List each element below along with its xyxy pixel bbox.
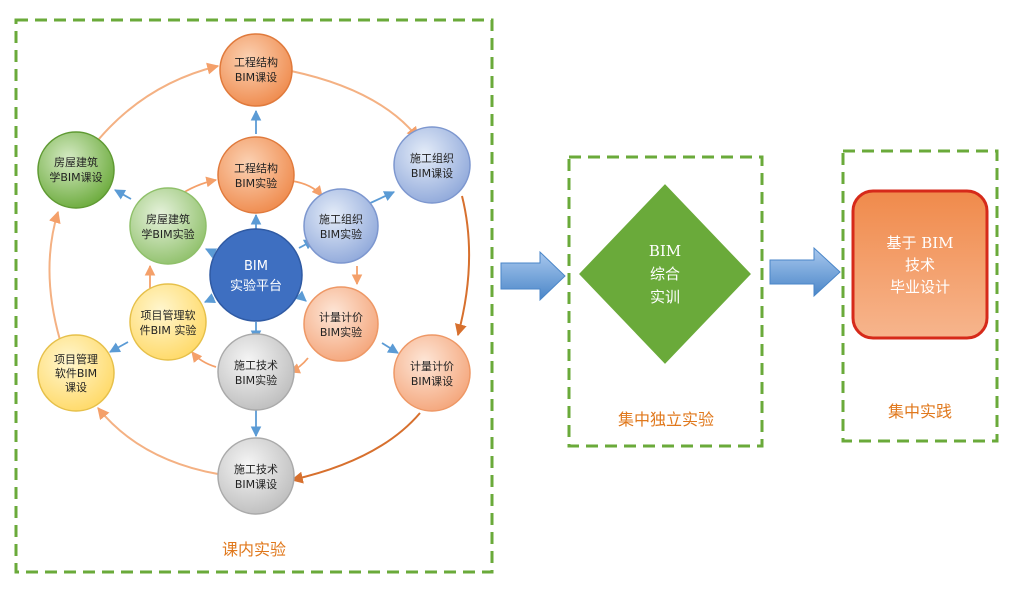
flow-arrow-1 xyxy=(500,250,566,302)
svg-text:项目管理: 项目管理 xyxy=(54,352,98,366)
classroom-panel xyxy=(14,18,494,574)
node-structure-exp[interactable]: 工程结构 BIM实验 xyxy=(217,136,295,214)
node-architecture-exp[interactable]: 房屋建筑 学BIM实验 xyxy=(129,187,207,265)
practice-panel xyxy=(841,149,999,443)
svg-text:BIM课设: BIM课设 xyxy=(411,167,453,180)
node-project-mgmt-exp[interactable]: 项目管理软 件BIM 实验 xyxy=(129,283,207,361)
svg-text:施工组织: 施工组织 xyxy=(319,212,363,226)
arc-pm-to-arch xyxy=(48,210,61,341)
svg-text:BIM课设: BIM课设 xyxy=(411,375,453,388)
svg-text:毕业设计: 毕业设计 xyxy=(890,278,950,296)
bim-comprehensive-training-diamond[interactable]: BIM 综合 实训 xyxy=(574,179,756,369)
svg-text:实训: 实训 xyxy=(650,288,680,306)
svg-text:实验平台: 实验平台 xyxy=(230,278,282,294)
flow-arrow-2 xyxy=(769,246,841,298)
node-architecture-course[interactable]: 房屋建筑 学BIM课设 xyxy=(37,131,115,209)
svg-text:房屋建筑: 房屋建筑 xyxy=(146,212,190,226)
svg-text:BIM实验: BIM实验 xyxy=(320,227,362,241)
arc-tech-to-pm xyxy=(97,407,219,475)
independent-panel xyxy=(567,155,764,448)
svg-text:工程结构: 工程结构 xyxy=(234,55,278,69)
svg-text:BIM课设: BIM课设 xyxy=(235,478,277,491)
svg-text:工程结构: 工程结构 xyxy=(234,161,278,175)
arc-costing-to-tech xyxy=(290,412,421,484)
inner-ring-arrows xyxy=(144,176,363,374)
svg-text:学BIM实验: 学BIM实验 xyxy=(141,227,194,241)
practice-label: 集中实践 xyxy=(888,402,952,421)
svg-text:项目管理软: 项目管理软 xyxy=(141,308,196,322)
node-construction-org-course[interactable]: 施工组织 BIM课设 xyxy=(393,126,471,204)
svg-text:课设: 课设 xyxy=(65,381,87,394)
svg-text:BIM课设: BIM课设 xyxy=(235,71,277,84)
node-construction-org-exp[interactable]: 施工组织 BIM实验 xyxy=(303,188,379,264)
node-costing-course[interactable]: 计量计价 BIM课设 xyxy=(393,334,471,412)
node-construction-tech-course[interactable]: 施工技术 BIM课设 xyxy=(217,437,295,515)
svg-text:BIM实验: BIM实验 xyxy=(235,176,277,190)
svg-text:施工技术: 施工技术 xyxy=(234,359,278,372)
node-construction-tech-exp[interactable]: 施工技术 BIM实验 xyxy=(217,333,295,411)
svg-text:技术: 技术 xyxy=(905,256,935,274)
node-bim-platform[interactable]: BIM 实验平台 xyxy=(209,228,303,322)
svg-text:学BIM课设: 学BIM课设 xyxy=(49,170,102,184)
node-project-mgmt-course[interactable]: 项目管理 软件BIM 课设 xyxy=(37,334,115,412)
svg-text:基于 BIM: 基于 BIM xyxy=(886,234,953,252)
svg-text:施工技术: 施工技术 xyxy=(234,463,278,476)
node-costing-exp[interactable]: 计量计价 BIM实验 xyxy=(303,286,379,362)
graduation-design-box[interactable]: 基于 BIM 技术 毕业设计 xyxy=(851,189,989,340)
arc-org-to-costing xyxy=(454,195,471,337)
node-structure-course[interactable]: 工程结构 BIM课设 xyxy=(219,33,293,107)
independent-label: 集中独立实验 xyxy=(618,410,714,429)
svg-text:施工组织: 施工组织 xyxy=(410,151,454,165)
arc-arch-to-structure xyxy=(89,62,220,151)
classroom-label: 课内实验 xyxy=(222,540,286,559)
svg-text:计量计价: 计量计价 xyxy=(319,311,363,324)
svg-text:综合: 综合 xyxy=(650,265,680,283)
svg-text:BIM: BIM xyxy=(649,242,681,260)
svg-text:件BIM 实验: 件BIM 实验 xyxy=(140,323,197,337)
svg-text:BIM: BIM xyxy=(244,259,268,274)
svg-text:BIM实验: BIM实验 xyxy=(320,325,362,339)
svg-text:计量计价: 计量计价 xyxy=(410,360,454,373)
svg-text:房屋建筑: 房屋建筑 xyxy=(54,155,98,169)
outer-ring-arrows xyxy=(48,62,471,484)
arc-structure-to-org xyxy=(290,70,419,139)
svg-text:BIM实验: BIM实验 xyxy=(235,373,277,387)
svg-text:软件BIM: 软件BIM xyxy=(55,366,97,380)
